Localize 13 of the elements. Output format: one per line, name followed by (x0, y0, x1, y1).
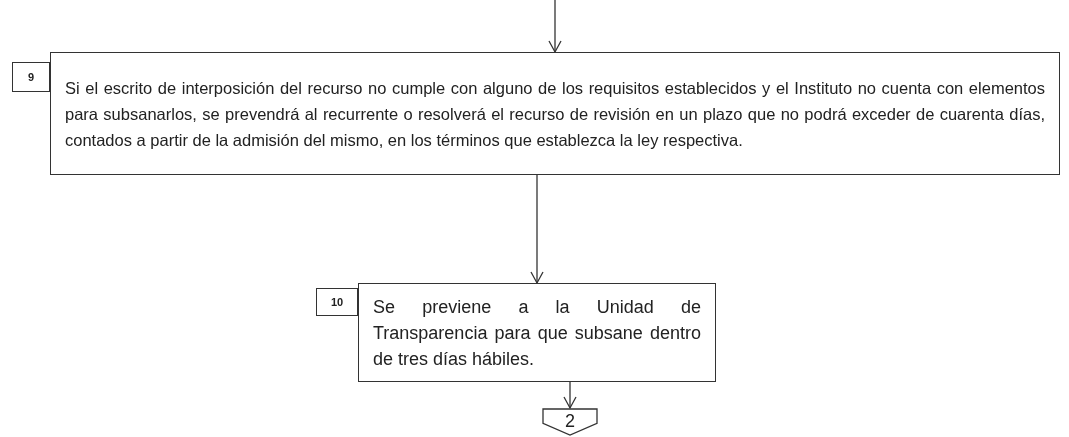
connector-number: 2 (565, 412, 575, 430)
step-number: 10 (330, 294, 344, 310)
off-page-connector (542, 408, 598, 436)
step-number-box (316, 288, 358, 316)
process-box (50, 52, 1060, 175)
arrow (530, 174, 544, 284)
arrow (548, 0, 562, 53)
arrow (563, 381, 577, 409)
process-text: Si el escrito de interposición del recurso no cumple con alguno de los requisitos establecidos y el Instituto no cuenta con elementos para subsanarlos, se prevendrá al recurrente o resolverá el recurso de revisión en un plazo que no podrá exceder de cuarenta días, contados a partir de la admisión del mismo, en los términos que establezca la ley respectiva. (65, 77, 1045, 151)
step-number-box (12, 62, 50, 92)
process-box (358, 283, 716, 382)
step-number: 9 (27, 69, 35, 85)
process-text: Se previene a la Unidad de Transparencia para que subsane dentro de tres días hábiles. (373, 295, 701, 371)
